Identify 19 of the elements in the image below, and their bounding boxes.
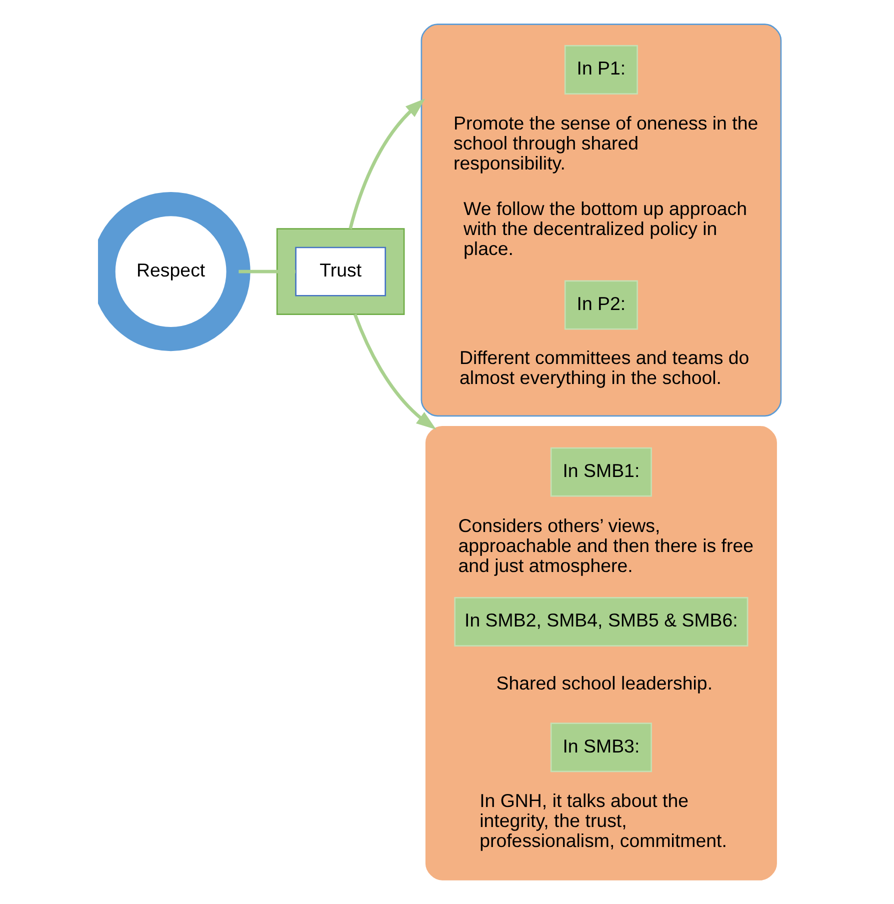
cluster [420,24,782,417]
node-label: Different committees and teams do almost everything in the school. [459,347,749,388]
node-box: Trust [294,246,386,296]
node-label: Considers others’ views, approachable and then there is free and just atmosphere. [458,514,754,576]
cluster [424,426,776,880]
node-box: In P2: [564,280,638,330]
node-label: Promote the sense of oneness in the school through shared responsibility. [453,112,758,174]
node-box: In P1: [564,45,638,94]
node-box: In SMB1: [550,447,652,497]
connector [238,270,295,274]
node-label: We follow the bottom up approach with the decentralized policy in place. [463,198,747,260]
arrow [352,314,436,430]
node-box: In SMB3: [550,722,652,772]
cluster [276,228,404,315]
node-label: Shared school leadership. [496,672,712,694]
node-box: In SMB2, SMB4, SMB5 & SMB6: [454,597,748,646]
node-label: In GNH, it talks about the integrity, the trust, professionalism, commitment. [479,790,726,852]
arrow [348,98,425,230]
node-circle: Respect [98,192,250,352]
